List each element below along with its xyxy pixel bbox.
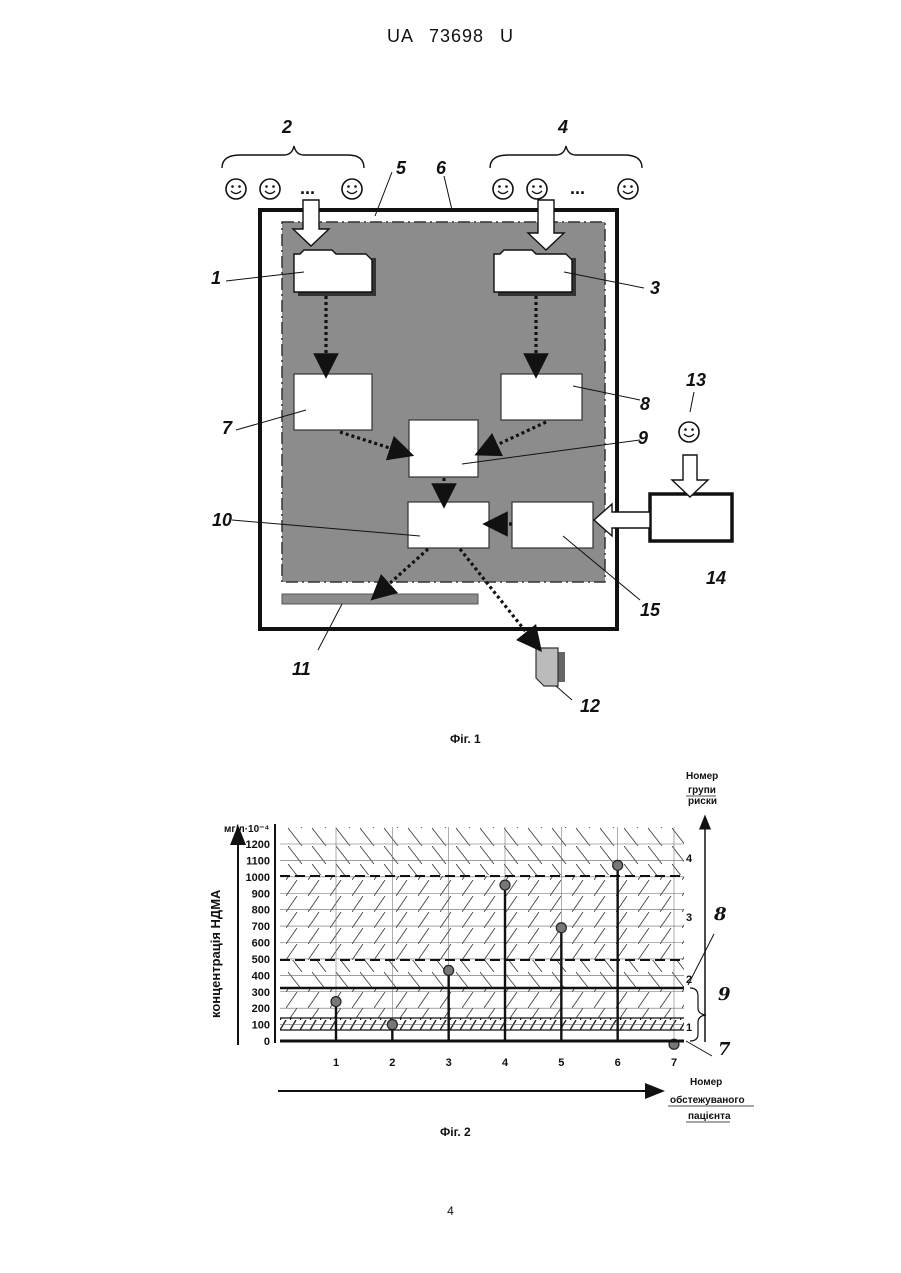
y-tick-label: 200 <box>252 1003 270 1015</box>
x-tick-label: 7 <box>671 1057 677 1069</box>
y-tick-label: 600 <box>252 938 270 950</box>
y-axis-title: концентрація НДМА <box>208 889 223 1018</box>
band-0-100 <box>280 1018 684 1030</box>
right-axis-title-line3: риски <box>688 796 717 807</box>
data-point <box>556 923 566 933</box>
y-tick-label: 1200 <box>246 839 270 851</box>
risk-group-2: 2 <box>686 974 692 986</box>
x-tick-label: 2 <box>389 1057 395 1069</box>
risk-group-1: 1 <box>686 1022 692 1034</box>
data-point <box>613 860 623 870</box>
y-tick-label: 500 <box>252 954 270 966</box>
x-tick-label: 1 <box>333 1057 339 1069</box>
y-tick-label: 300 <box>252 987 270 999</box>
y-tick-label: 900 <box>252 888 270 900</box>
right-axis-title-line1: Номер <box>686 771 718 782</box>
x-tick-label: 5 <box>558 1057 564 1069</box>
x-axis-title-line1: Номер <box>690 1077 722 1088</box>
x-tick-label: 6 <box>615 1057 621 1069</box>
x-tick-label: 3 <box>446 1057 452 1069</box>
x-axis-title-line3: пацієнта <box>688 1111 731 1122</box>
y-tick-label: 700 <box>252 921 270 933</box>
y-tick-label: 800 <box>252 905 270 917</box>
right-axis-title-line2: групи <box>688 785 716 796</box>
annotation-9: 9 <box>718 984 731 1005</box>
data-point <box>500 880 510 890</box>
y-unit: мг/л·10⁻⁴ <box>224 824 269 835</box>
risk-group-3: 3 <box>686 912 692 924</box>
data-point <box>387 1020 397 1030</box>
page-number: 4 <box>0 1204 901 1218</box>
x-tick-label: 4 <box>502 1057 509 1069</box>
annotation-8: 8 <box>713 904 727 925</box>
figure-2-caption: Фіг. 2 <box>440 1125 471 1139</box>
x-axis-title-line2: обстежуваного <box>670 1094 745 1106</box>
y-tick-label: 1000 <box>246 872 270 884</box>
band-500-1000 <box>280 876 684 960</box>
y-tick-label: 1100 <box>246 855 270 867</box>
y-tick-label: 0 <box>264 1036 270 1048</box>
band-1200 <box>280 827 684 875</box>
data-point <box>331 997 341 1007</box>
y-tick-label: 100 <box>252 1020 270 1032</box>
annotation-7: 7 <box>718 1039 731 1060</box>
band-320-500 <box>280 960 684 988</box>
risk-group-4: 4 <box>686 853 693 865</box>
y-tick-label: 400 <box>252 970 270 982</box>
data-point <box>444 965 454 975</box>
